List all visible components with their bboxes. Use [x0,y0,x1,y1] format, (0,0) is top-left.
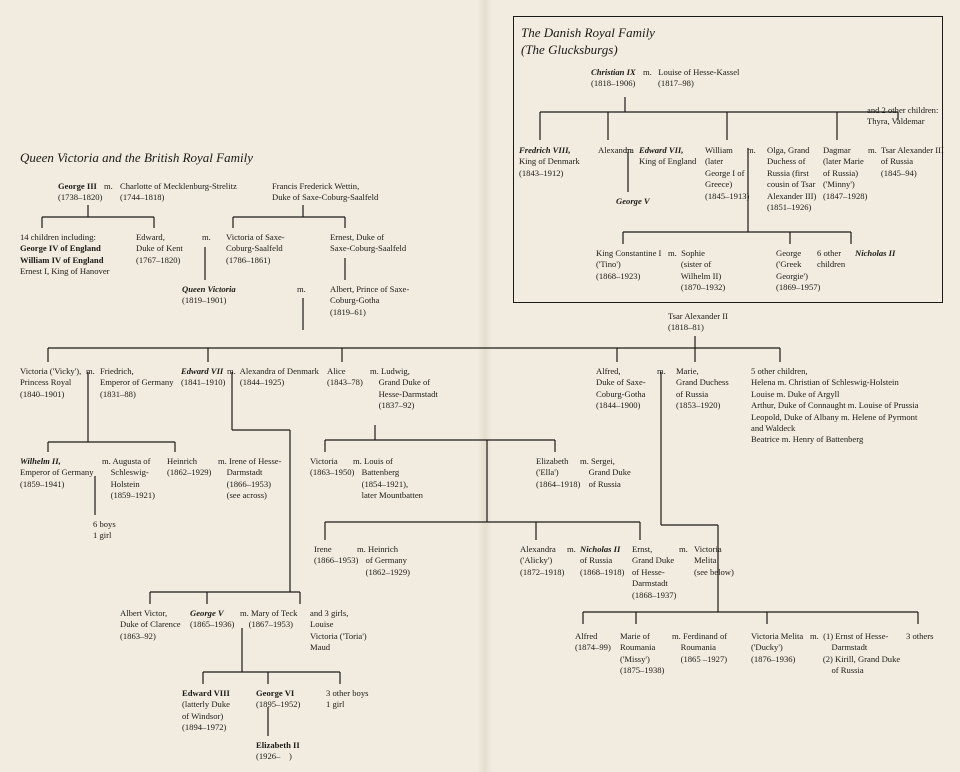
nicholas-ii-details: of Russia (1868–1918) [580,555,625,577]
six-other-children: 6 other children [817,248,846,270]
three-other-boys: 3 other boys 1 girl [326,688,369,710]
page-gutter [478,0,492,772]
george-vi: George VI [256,688,295,698]
francis-frederick: Francis Frederick Wettin, Duke of Saxe-C… [272,181,379,203]
george-iii: George III [58,181,97,191]
edward-viii: Edward VIII [182,688,230,698]
three-others: 3 others [906,631,934,641]
ernst-grand-duke: Ernst, Grand Duke of Hesse- Darmstadt (1… [632,544,677,600]
marriage-mark: m. [625,145,634,155]
queen-victoria-dates: (1819–1901) [182,295,227,306]
ernest-king-of-hanover: Ernest I, King of Hanover [20,266,110,277]
christian-ix: Christian IX [591,67,636,77]
victoria-melita-ref: Victoria Melita (see below) [694,544,734,577]
two-other-children: and 2 other children: Thyra, Valdemar [867,105,939,127]
edward-duke-of-kent: Edward, Duke of Kent (1767–1820) [136,232,183,265]
victoria-melita-marriages: m. (1) Ernst of Hesse- Darmstadt (2) Kir… [810,631,901,676]
elizabeth-ella: Elizabeth ('Ella') (1864–1918) [536,456,581,489]
marriage-mark: m. [747,145,756,155]
alexandra-of-denmark: m. Alexandra of Denmark (1844–1925) [227,366,319,388]
marriage-mark: m. [657,366,666,376]
alexandra-alicky: Alexandra ('Alicky') (1872–1918) [520,544,565,577]
george-v-dates: (1865–1936) [190,619,235,630]
alice: Alice (1843–78) [327,366,363,388]
nicholas-ii: Nicholas II [580,544,621,554]
marie-grand-duchess: Marie, Grand Duchess of Russia (1853–192… [676,366,729,411]
wilhelm-ii: Wilhelm II, [20,456,61,466]
nicholas-ii-danish: Nicholas II [855,248,896,258]
frederik-viii: Fredrich VIII, [519,145,571,155]
louise-of-hesse-kassel: m. Louise of Hesse-Kassel (1817–98) [643,67,740,89]
george-vi-dates: (1895–1952) [256,699,301,710]
edward-vii-dates: (1841–1910) [181,377,226,388]
marriage-mark: m. [104,181,113,191]
charlotte: Charlotte of Mecklenburg-Strelitz (1744–… [120,181,237,203]
george-iv: George IV of England [20,243,101,254]
marriage-mark: m. [567,544,576,554]
tsar-alexander-iii: m. Tsar Alexander III of Russia (1845–94… [868,145,944,178]
alexandra: Alexandra [598,145,634,155]
albert-victor: Albert Victor, Duke of Clarence (1863–92… [120,608,181,641]
william-iv: William IV of England [20,254,104,265]
danish-family-title: The Danish Royal Family (The Glucksburgs… [521,25,655,57]
irene-of-hesse: m. Irene of Hesse- Darmstadt (1866–1953)… [218,456,282,501]
friedrich-emperor: Friedrich, Emperor of Germany (1831–88) [100,366,174,399]
prince-albert: Albert, Prince of Saxe- Coburg-Gotha (18… [330,284,410,317]
christian-ix-dates: (1818–1906) [591,78,636,89]
heinrich-of-germany: m. Heinrich of Germany (1862–1929) [357,544,410,577]
sophie: m. Sophie (sister of Wilhelm II) (1870–1… [668,248,726,293]
ernest-duke-of-saxe: Ernest, Duke of Saxe-Coburg-Saalfeld [330,232,407,254]
louis-of-battenberg: m. Louis of Battenberg (1854–1921), late… [353,456,423,501]
edward-vii-of-england-title: King of England [639,156,697,167]
heinrich: Heinrich (1862–1929) [167,456,212,478]
sergei-grand-duke: m. Sergei, Grand Duke of Russia [580,456,631,489]
three-girls: and 3 girls, Louise Victoria ('Toria') M… [310,608,367,653]
british-family-title: Queen Victoria and the British Royal Fam… [20,150,253,165]
vicky-princess-royal: Victoria ('Vicky'), Princess Royal (1840… [20,366,82,399]
marriage-mark: m. [679,544,688,554]
edward-vii-of-england: Edward VII, [639,145,684,155]
marriage-mark: m. [202,232,211,242]
george-iii-dates: (1738–1820) [58,192,103,203]
elizabeth-ii: Elizabeth II [256,740,300,750]
mary-of-teck: m. Mary of Teck (1867–1953) [240,608,298,630]
william-george-i-of-greece: William (later George I of Greece) (1845… [705,145,750,201]
wilhelm-ii-details: Emperor of Germany (1859–1941) [20,467,94,489]
george-greek-georgie: George ('Greek Georgie') (1869–1957) [776,248,821,293]
ludwig-grand-duke: m. Ludwig, Grand Duke of Hesse-Darmstadt… [370,366,438,411]
marriage-mark: m. [297,284,306,294]
ferdinand-of-roumania: m. Ferdinand of Roumania (1865 –1927) [672,631,728,664]
olga-grand-duchess: Olga, Grand Duchess of Russia (first cou… [767,145,817,213]
irene: Irene (1866–1953) [314,544,359,566]
alfred-duke-of-saxe-coburg-gotha: Alfred, Duke of Saxe- Coburg-Gotha (1844… [596,366,646,411]
marriage-mark: m. [86,366,95,376]
alfred-junior: Alfred (1874–99) [575,631,611,653]
six-boys-one-girl: 6 boys 1 girl [93,519,116,541]
george-v-danish: George V [616,196,650,206]
king-constantine-i: King Constantine I ('Tino') (1868–1923) [596,248,662,281]
five-other-children: 5 other children, Helena m. Christian of… [751,366,919,445]
tsar-alexander-ii: Tsar Alexander II (1818–81) [668,311,729,333]
victoria-of-saxe-coburg: Victoria of Saxe- Coburg-Saalfeld (1786–… [226,232,285,265]
frederik-viii-details: King of Denmark (1843–1912) [519,156,580,178]
augusta-of-schleswig-holstein: m. Augusta of Schleswig- Holstein (1859–… [102,456,155,501]
edward-viii-details: (latterly Duke of Windsor) (1894–1972) [182,699,230,733]
dagmar: Dagmar (later Marie of Russia) ('Minny')… [823,145,868,201]
george-v: George V [190,608,224,618]
victoria-melita: Victoria Melita ('Ducky') (1876–1936) [751,631,804,664]
elizabeth-ii-dates: (1926– ) [256,751,292,762]
danish-family-box [513,16,943,303]
fourteen-children: 14 children including: [20,232,96,242]
victoria-of-hesse: Victoria (1863–1950) [310,456,355,478]
queen-victoria: Queen Victoria [182,284,236,294]
marie-of-roumania: Marie of Roumania ('Missy') (1875–1938) [620,631,665,676]
edward-vii: Edward VII [181,366,224,376]
